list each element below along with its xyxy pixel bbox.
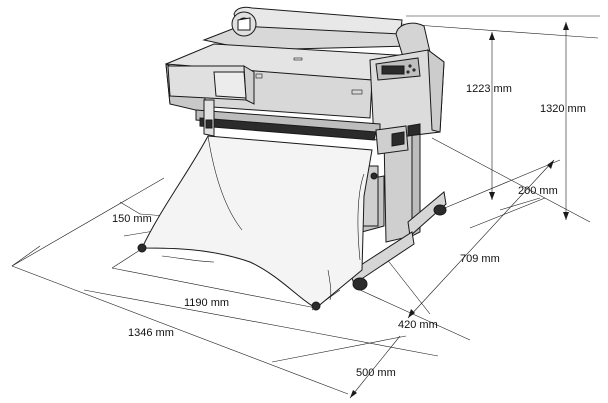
label-height-total: 1320 mm xyxy=(540,103,586,115)
paper-basket xyxy=(137,135,378,311)
label-depth-total: 709 mm xyxy=(460,253,500,265)
label-margin-side: 150 mm xyxy=(112,213,152,225)
dimension-labels: 1223 mm 1320 mm 200 mm 709 mm 420 mm 500… xyxy=(112,83,586,379)
label-depth-offset: 200 mm xyxy=(518,185,558,197)
dimension-lines xyxy=(11,15,600,399)
label-total-width: 1346 mm xyxy=(128,327,174,339)
label-front-offset: 500 mm xyxy=(356,367,396,379)
label-stand-width: 1190 mm xyxy=(184,297,229,309)
label-stand-depth: 420 mm xyxy=(398,319,438,331)
label-height-top: 1223 mm xyxy=(466,83,512,95)
printer-body xyxy=(165,6,445,155)
